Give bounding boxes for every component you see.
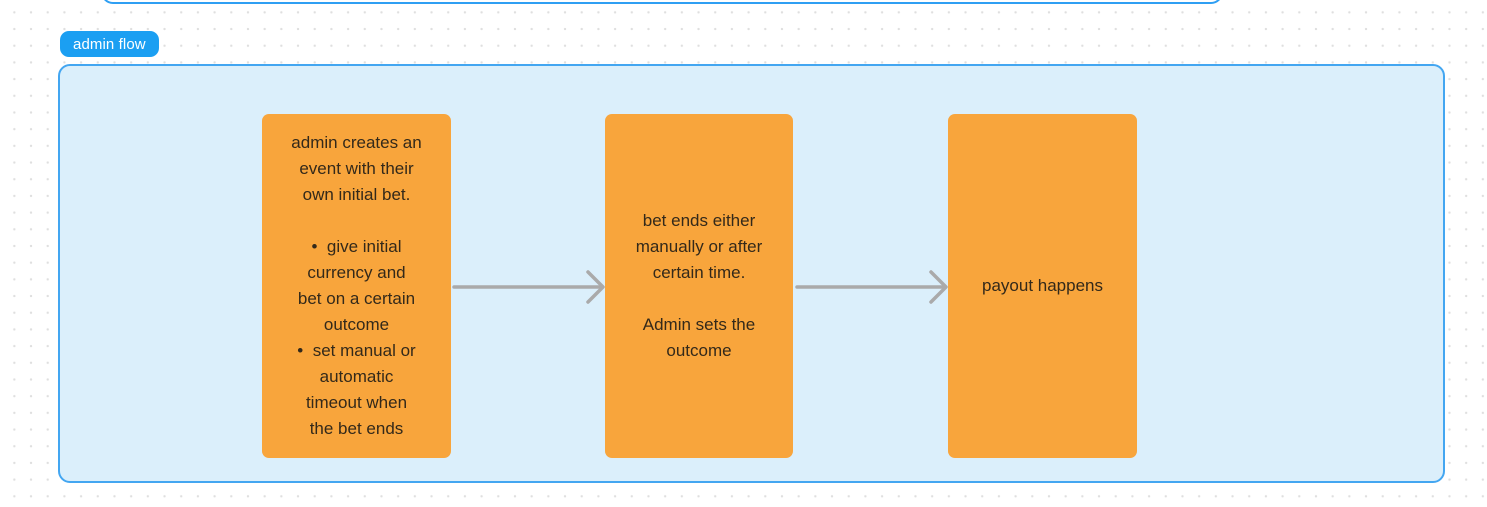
node-text-line: own initial bet.: [302, 185, 411, 204]
node-text-line: bet ends either: [642, 211, 756, 230]
node-text-line: certain time.: [652, 263, 746, 282]
node-text-line: admin creates an: [291, 133, 422, 152]
node-text-line: payout happens: [982, 276, 1103, 295]
node-text-line-bullet: • set manual or: [297, 341, 416, 360]
frame-label-badge[interactable]: admin flow: [60, 31, 159, 57]
node-text-line: event with their: [299, 159, 414, 178]
node-text-line: manually or after: [635, 237, 763, 256]
node-step-3[interactable]: payout happens: [948, 114, 1137, 458]
node-step-2[interactable]: bet ends either manually or after certai…: [605, 114, 793, 458]
node-step-1[interactable]: admin creates an event with their own in…: [262, 114, 451, 458]
offscreen-frame-edge[interactable]: [101, 0, 1223, 4]
node-text-line: automatic: [319, 367, 394, 386]
node-text-line-blank: [262, 208, 451, 234]
frame-label-text: admin flow: [73, 35, 146, 53]
node-text-line: timeout when: [305, 393, 408, 412]
node-text-line: outcome: [666, 341, 732, 360]
arrow-step1-to-step2[interactable]: [452, 270, 605, 304]
node-text-line: Admin sets the: [642, 315, 756, 334]
node-text-line-bullet: • give initial: [311, 237, 402, 256]
node-text-line: the bet ends: [309, 419, 404, 438]
arrow-head-icon: [586, 270, 605, 304]
node-text-line-blank: [605, 286, 793, 312]
arrow-step2-to-step3[interactable]: [795, 270, 948, 304]
arrow-head-icon: [929, 270, 948, 304]
node-text-line: bet on a certain: [297, 289, 416, 308]
node-text-line: currency and: [307, 263, 406, 282]
node-text-line: outcome: [323, 315, 390, 334]
